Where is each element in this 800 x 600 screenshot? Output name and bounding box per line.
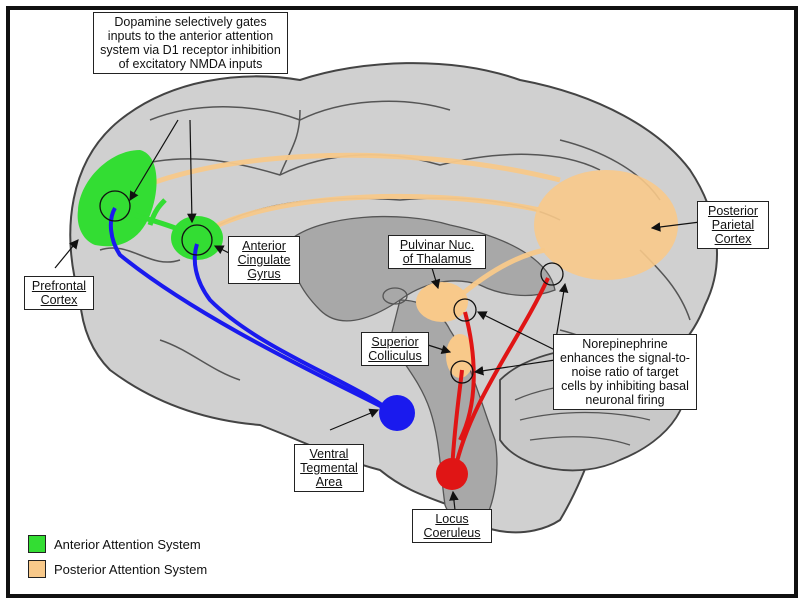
posterior-parietal-region [534,170,678,280]
dopamine-synapse-markers [99,190,213,256]
norepinephrine-synapse-markers [450,262,564,384]
superior-colliculus-region [446,334,474,378]
pulvinar-nucleus-label: Pulvinar Nuc. of Thalamus [388,235,486,269]
legend-anterior-swatch [28,535,46,553]
legend-posterior-swatch [28,560,46,578]
anterior-cingulate-region [171,216,223,260]
pulvinar-region [416,282,468,322]
locus-coeruleus-nucleus [436,458,468,490]
legend-posterior: Posterior Attention System [28,560,207,578]
legend-anterior: Anterior Attention System [28,535,201,553]
dopamine-note: Dopamine selectively gates inputs to the… [93,12,288,74]
ventral-tegmental-area-label: Ventral Tegmental Area [294,444,364,492]
dopamine-pathway [108,206,394,414]
legend-anterior-label: Anterior Attention System [54,536,201,552]
anterior-connections [134,198,187,235]
locus-coeruleus-label: Locus Coeruleus [412,509,492,543]
superior-colliculus-label: Superior Colliculus [361,332,429,366]
legend-posterior-label: Posterior Attention System [54,561,208,577]
anterior-commissure [382,287,408,305]
ventral-tegmental-nucleus [379,395,415,431]
anterior-cingulate-gyrus-label: Anterior Cingulate Gyrus [228,236,300,284]
norepinephrine-pathway [450,277,550,471]
prefrontal-cortex-label: Prefrontal Cortex [24,276,94,310]
prefrontal-region [77,150,157,247]
norepinephrine-note: Norepinephrine enhances the signal-to-no… [553,334,697,410]
posterior-parietal-cortex-label: Posterior Parietal Cortex [697,201,769,249]
